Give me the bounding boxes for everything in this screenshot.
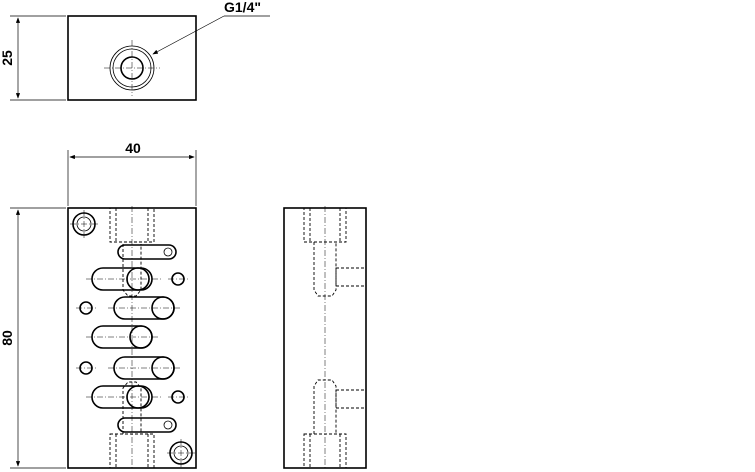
thread-label: G1/4"	[224, 0, 261, 15]
side-view	[283, 206, 367, 470]
length-label: 80	[0, 330, 15, 346]
slot	[117, 417, 177, 433]
thread-leader-line	[152, 15, 225, 55]
width-label: 40	[125, 140, 141, 156]
height-label-top: 25	[0, 50, 15, 66]
top-view: G1/4" 25	[0, 0, 270, 101]
slot	[117, 244, 177, 260]
top-view-body	[67, 15, 197, 101]
front-view: 40 80	[0, 140, 197, 470]
